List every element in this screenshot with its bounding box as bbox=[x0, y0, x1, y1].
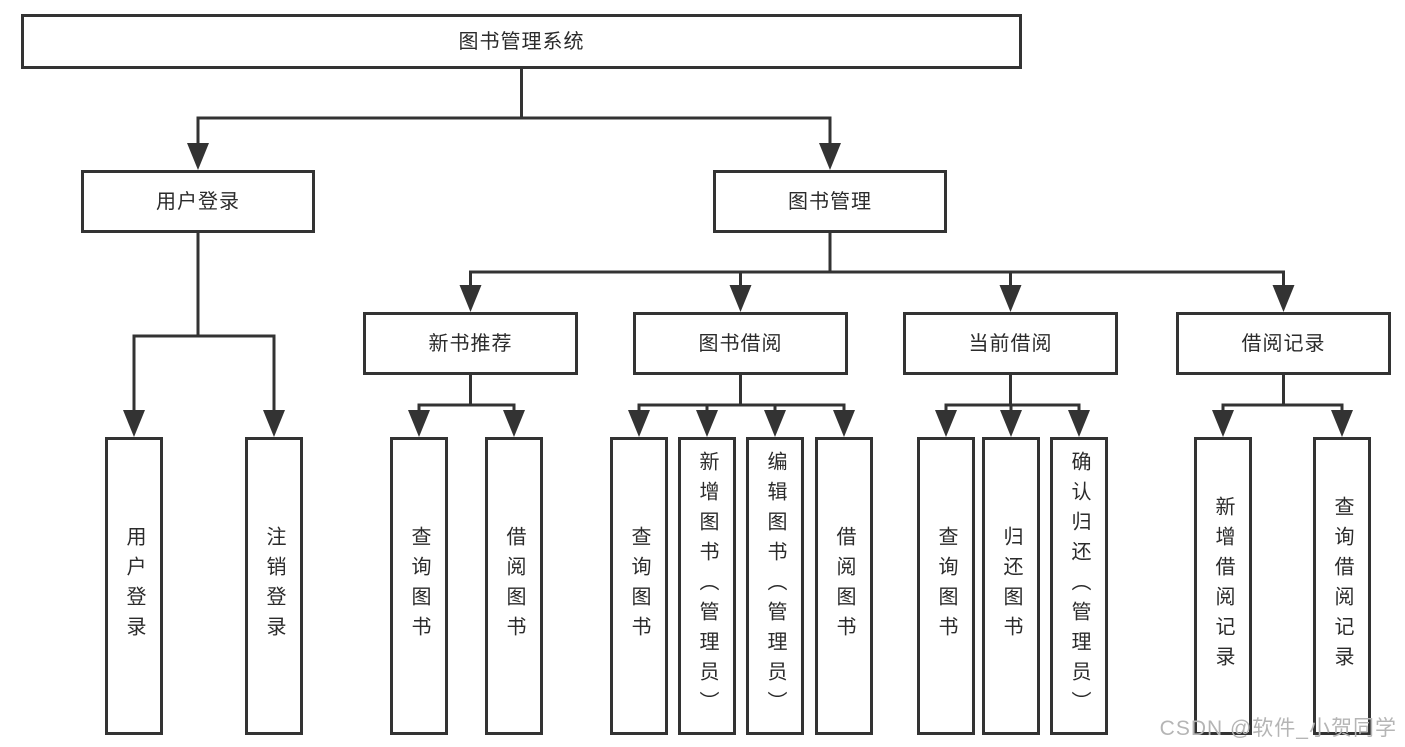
leaf-add-borrow-record: 新增借阅记录 bbox=[1194, 437, 1252, 735]
leaf-confirm-return-admin: 确认归还（管理员） bbox=[1050, 437, 1108, 735]
node-root-system: 图书管理系统 bbox=[21, 14, 1022, 69]
leaf-query-book-current: 查询图书 bbox=[917, 437, 975, 735]
leaf-query-book-borrow: 查询图书 bbox=[610, 437, 668, 735]
leaf-borrow-book-recommend: 借阅图书 bbox=[485, 437, 543, 735]
leaf-user-login: 用户登录 bbox=[105, 437, 163, 735]
watermark: CSDN @软件_小贺同学 bbox=[1159, 717, 1397, 740]
leaf-borrow-book: 借阅图书 bbox=[815, 437, 873, 735]
node-book-management: 图书管理 bbox=[713, 170, 947, 233]
leaf-query-borrow-record: 查询借阅记录 bbox=[1313, 437, 1371, 735]
node-new-book-recommend: 新书推荐 bbox=[363, 312, 578, 375]
leaf-logout: 注销登录 bbox=[245, 437, 303, 735]
node-book-borrow: 图书借阅 bbox=[633, 312, 848, 375]
leaf-edit-book-admin: 编辑图书（管理员） bbox=[746, 437, 804, 735]
node-borrow-records: 借阅记录 bbox=[1176, 312, 1391, 375]
leaf-query-book-recommend: 查询图书 bbox=[390, 437, 448, 735]
leaf-add-book-admin: 新增图书（管理员） bbox=[678, 437, 736, 735]
node-user-login: 用户登录 bbox=[81, 170, 315, 233]
leaf-return-book: 归还图书 bbox=[982, 437, 1040, 735]
node-current-borrow: 当前借阅 bbox=[903, 312, 1118, 375]
